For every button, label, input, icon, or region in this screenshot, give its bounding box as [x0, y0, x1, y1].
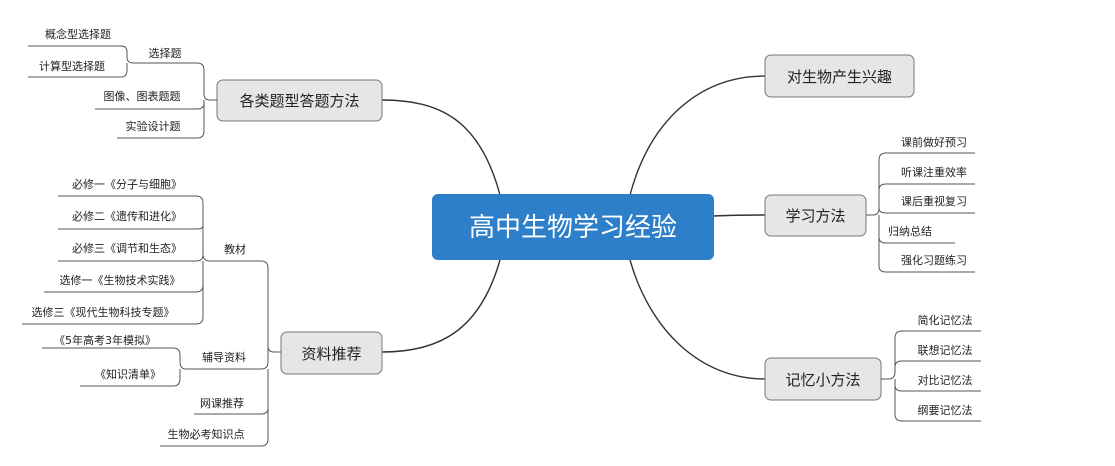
leaf-association-memory[interactable]: 联想记忆法 — [918, 343, 973, 357]
leaf-compulsory-3[interactable]: 必修三《调节和生态》 — [72, 241, 182, 255]
leaf-simplify-memory[interactable]: 简化记忆法 — [918, 313, 973, 327]
branch-answer-methods[interactable]: 各类题型答题方法 — [216, 79, 383, 122]
group-multiple-choice: 选择题 — [149, 46, 182, 60]
leaf-elective-1[interactable]: 选修一《生物技术实践》 — [60, 273, 181, 287]
leaf-outline-memory[interactable]: 纲要记忆法 — [918, 403, 973, 417]
connector-interest — [629, 75, 766, 196]
connector-study-methods — [713, 214, 766, 217]
leaf-practice[interactable]: 强化习题练习 — [901, 253, 967, 267]
branch-resources-label: 资料推荐 — [301, 345, 361, 363]
branch-memory-label: 记忆小方法 — [785, 371, 860, 389]
connector-resources — [381, 259, 501, 353]
branch-answer-methods-label: 各类题型答题方法 — [239, 92, 359, 110]
leaf-elective-3[interactable]: 选修三《现代生物科技专题》 — [32, 305, 175, 319]
leaf-online-course[interactable]: 网课推荐 — [200, 396, 244, 410]
leaf-listen-efficiently[interactable]: 听课注重效率 — [901, 165, 967, 179]
group-textbooks: 教材 — [224, 242, 246, 256]
leaf-compulsory-2[interactable]: 必修二《遗传和进化》 — [72, 209, 182, 223]
leaf-contrast-memory[interactable]: 对比记忆法 — [918, 373, 973, 387]
branch-resources[interactable]: 资料推荐 — [280, 331, 383, 375]
center-title: 高中生物学习经验 — [469, 213, 677, 243]
group-supplementary: 辅导资料 — [202, 350, 246, 364]
leaf-review[interactable]: 课后重视复习 — [901, 194, 967, 208]
leaf-5year-3year[interactable]: 《5年高考3年模拟》 — [54, 333, 156, 347]
leaf-calc-choice[interactable]: 计算型选择题 — [39, 59, 105, 73]
branch-interest[interactable]: 对生物产生兴趣 — [764, 54, 915, 98]
branch-interest-label: 对生物产生兴趣 — [787, 68, 892, 86]
branch-study-methods[interactable]: 学习方法 — [764, 194, 867, 237]
connector-memory — [629, 259, 766, 380]
leaf-summarize[interactable]: 归纳总结 — [888, 224, 932, 238]
leaf-key-points[interactable]: 生物必考知识点 — [168, 427, 245, 441]
leaf-compulsory-1[interactable]: 必修一《分子与细胞》 — [72, 177, 182, 191]
branch-study-methods-label: 学习方法 — [785, 207, 845, 225]
leaf-concept-choice[interactable]: 概念型选择题 — [45, 27, 111, 41]
leaf-preview[interactable]: 课前做好预习 — [901, 135, 967, 149]
branch-memory[interactable]: 记忆小方法 — [764, 357, 882, 401]
leaf-knowledge-list[interactable]: 《知识清单》 — [95, 367, 161, 381]
connector-answer-methods — [381, 99, 501, 196]
center-node[interactable]: 高中生物学习经验 — [432, 194, 714, 260]
leaf-experiment-question[interactable]: 实验设计题 — [126, 119, 181, 133]
leaf-image-chart-question[interactable]: 图像、图表题题 — [104, 89, 181, 103]
